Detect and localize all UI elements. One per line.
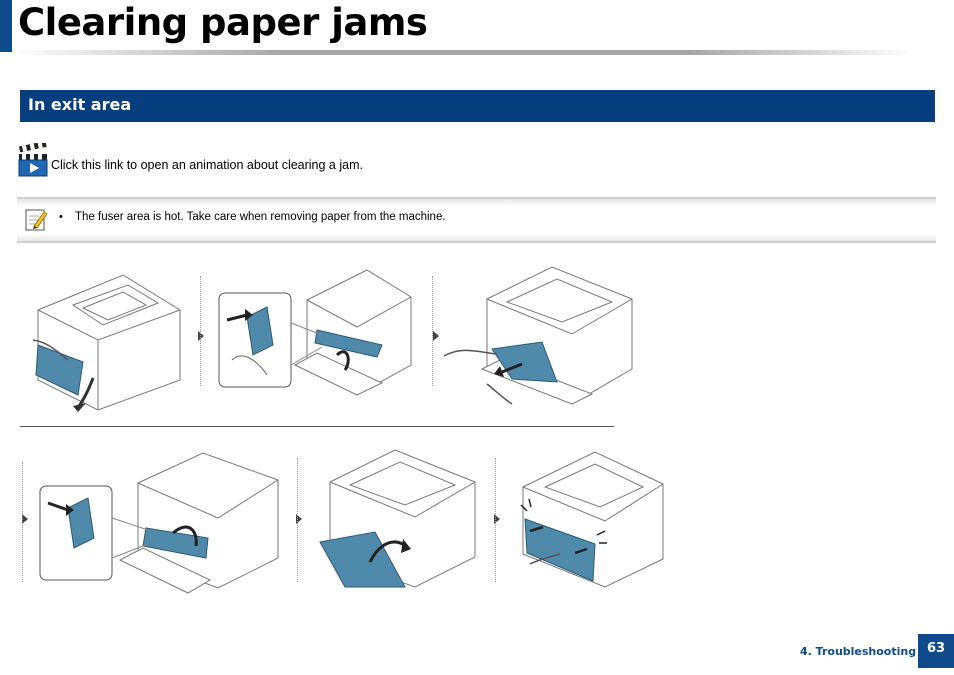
figure-step-3-remove-paper (443, 266, 633, 405)
video-clapper-icon[interactable] (18, 143, 48, 177)
step-arrow-icon (22, 514, 28, 524)
note-pencil-icon (25, 209, 48, 231)
step-arrow-icon (494, 514, 500, 524)
title-accent-bar (0, 0, 12, 52)
step-arrow-icon (433, 331, 439, 341)
figure-divider (495, 458, 496, 582)
figure-divider (297, 458, 298, 582)
section-header: In exit area (20, 90, 935, 122)
step-arrow-icon (198, 331, 204, 341)
figure-step-2-fuser-levers (218, 269, 412, 396)
footer-chapter: 4. Troubleshooting (800, 645, 917, 658)
figure-divider (22, 462, 23, 582)
row-separator (20, 426, 614, 427)
step-arrow-icon (296, 514, 302, 524)
note-text: The fuser area is hot. Take care when re… (75, 211, 446, 223)
figure-divider (200, 276, 201, 386)
figure-step-1-open-rear-cover (32, 274, 181, 412)
figure-step-5-close-rear-cover (319, 449, 476, 588)
animation-link[interactable]: Click this link to open an animation abo… (51, 158, 363, 172)
figure-divider (432, 276, 433, 386)
note-box: • The fuser area is hot. Take care when … (17, 197, 936, 243)
page-number-badge: 63 (918, 634, 954, 668)
page-title: Clearing paper jams (18, 1, 428, 44)
section-title: In exit area (28, 95, 132, 114)
figure-step-6-cover-closed (520, 451, 664, 588)
title-divider (14, 50, 914, 55)
note-bullet: • (59, 211, 63, 223)
figure-step-4-close-fuser-levers (39, 452, 279, 594)
